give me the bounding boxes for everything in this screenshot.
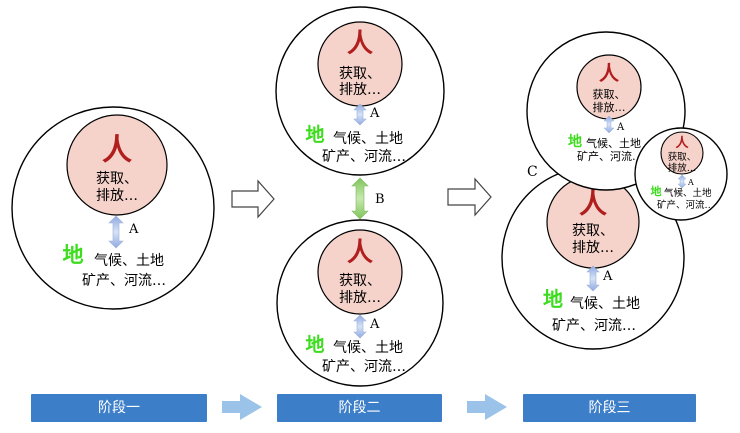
stage-label-one: 阶段一 [31, 394, 207, 422]
human-text-line2: 排放… [572, 240, 614, 256]
arrow-a [353, 314, 367, 339]
stage-flow-arrow-2 [467, 394, 507, 420]
earth-text-line2: 矿产、河流… [657, 199, 714, 211]
stage-label-three: 阶段三 [523, 394, 696, 422]
arrow-a [586, 265, 600, 292]
human-glyph: 人 [579, 187, 607, 220]
arrow-a-label: A [616, 122, 625, 133]
arrow-a [108, 215, 124, 249]
arrow-a-label: A [687, 178, 694, 187]
stage-two-bottom-system: 人 获取、 排放… A 地 气候、土地 矿产、河流… [276, 219, 444, 387]
stage-label-two: 阶段二 [277, 394, 442, 422]
earth-glyph: 地 [305, 123, 324, 146]
earth-text-line2: 矿产、河流… [577, 149, 643, 163]
human-text-line1: 获取、 [668, 152, 697, 163]
earth-text-line2: 矿产、河流… [82, 273, 166, 289]
human-text-line2: 排放… [96, 188, 138, 204]
human-text-line1: 获取、 [96, 171, 138, 187]
human-text-line1: 获取、 [572, 223, 614, 239]
earth-text-line1: 气候、土地 [570, 296, 640, 312]
transition-arrow-1 [231, 179, 275, 219]
earth-text-line1: 气候、土地 [586, 136, 641, 150]
stage-flow-arrow-1 [222, 394, 262, 420]
earth-text-line1: 气候、土地 [94, 253, 164, 269]
earth-text-line1: 气候、土地 [664, 187, 712, 199]
earth-text-line2: 矿产、河流… [322, 359, 406, 375]
human-text-line2: 排放… [339, 82, 381, 98]
arrow-a-label: A [369, 317, 380, 332]
human-circle [317, 229, 403, 315]
earth-text-line1: 气候、土地 [333, 340, 403, 356]
human-text-line2: 排放… [593, 100, 626, 114]
transition-arrow-2 [447, 177, 492, 217]
arrow-b-label: B [375, 192, 385, 207]
earth-text-line2: 矿产、河流… [552, 318, 636, 334]
earth-glyph: 地 [305, 333, 324, 356]
arrow-a-label: A [369, 106, 380, 121]
label-c: C [527, 164, 538, 180]
human-glyph: 人 [347, 238, 373, 268]
earth-text-line1: 气候、土地 [333, 131, 403, 147]
earth-glyph: 地 [568, 133, 582, 150]
earth-text-line2: 矿产、河流… [322, 149, 406, 165]
human-text-line1: 获取、 [339, 66, 381, 82]
earth-glyph: 地 [651, 184, 662, 198]
human-glyph: 人 [102, 133, 132, 168]
earth-glyph: 地 [543, 287, 563, 311]
human-glyph: 人 [599, 61, 620, 85]
human-text-line2: 排放… [339, 290, 381, 306]
stage-three-main-system: 人 获取、 排放… A 地 气候、土地 矿产、河流… [501, 166, 685, 350]
arrow-b [351, 177, 369, 220]
stage-two-top-system: 人 获取、 排放… A 地 气候、土地 矿产、河流… [275, 6, 445, 176]
arrow-a-label: A [128, 222, 139, 237]
arrow-a [677, 174, 687, 189]
stage-one-system: 人 获取、 排放… A 地 气候、土地 矿产、河流… [11, 106, 215, 310]
human-text-line2: 排放… [668, 162, 697, 174]
human-text-line1: 获取、 [593, 88, 626, 101]
human-glyph: 人 [347, 29, 373, 59]
human-circle [660, 131, 704, 175]
human-text-line1: 获取、 [339, 273, 381, 289]
human-circle [66, 114, 168, 216]
arrow-a [603, 115, 615, 134]
arrow-a [353, 103, 367, 126]
earth-glyph: 地 [63, 242, 84, 267]
stage-three-side-system: 人 获取、 排放… A 地 气候、土地 矿产、河流… [634, 127, 728, 221]
arrow-a-label: A [602, 269, 613, 284]
human-glyph: 人 [675, 135, 689, 151]
